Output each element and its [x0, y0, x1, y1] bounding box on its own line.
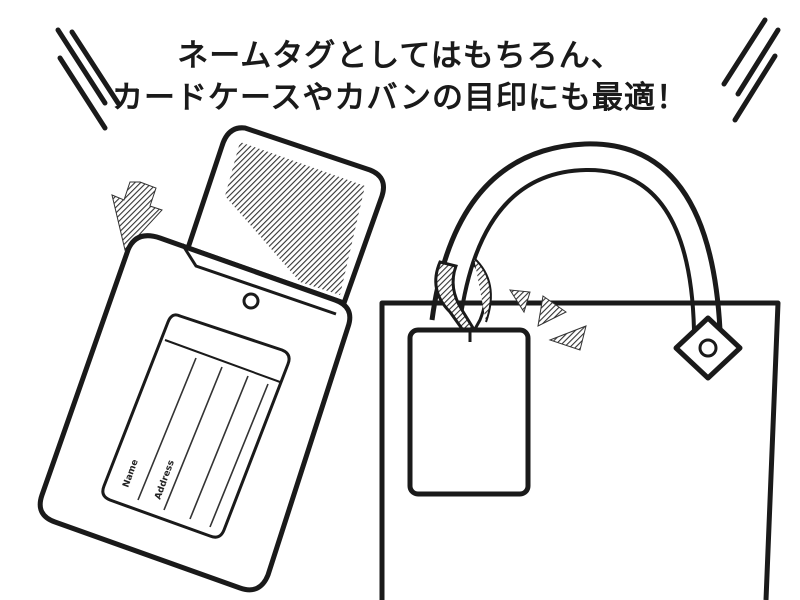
- emphasis-lines-left: [55, 27, 121, 131]
- card-hatched-area: [225, 142, 365, 295]
- sparkle-marks: [509, 289, 587, 351]
- tote-bag: [379, 141, 781, 600]
- insert-arrow-icon: [111, 181, 163, 252]
- case-hole: [242, 292, 260, 310]
- headline-line-1: ネームタグとしてはもちろん、: [177, 38, 623, 74]
- headline-line-2: カードケースやカバンの目印にも最適！: [112, 80, 688, 116]
- inserted-card: [185, 125, 386, 306]
- card-case: Name Address: [37, 233, 353, 593]
- emphasis-lines-right: [721, 17, 781, 123]
- hanging-tag: [407, 327, 531, 497]
- handle-ring: [673, 315, 743, 381]
